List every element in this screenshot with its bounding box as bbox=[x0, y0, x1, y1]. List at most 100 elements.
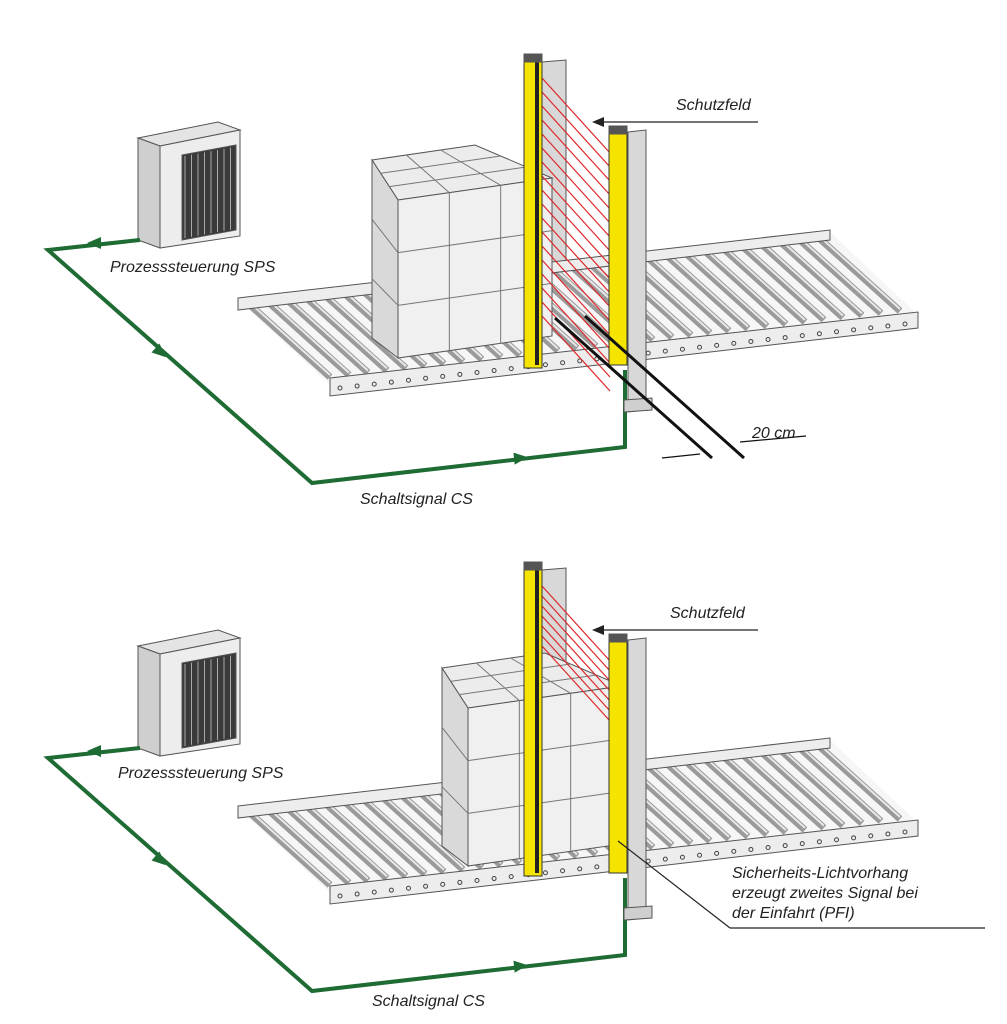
light-beam bbox=[541, 217, 611, 294]
light-beam bbox=[541, 245, 611, 322]
conveyor-roller bbox=[247, 302, 333, 380]
box-front bbox=[467, 685, 623, 867]
note-leader bbox=[617, 840, 731, 929]
light-beam bbox=[541, 615, 611, 692]
rail-hole bbox=[834, 329, 840, 335]
rail-hole bbox=[354, 383, 360, 389]
box-seam bbox=[389, 166, 527, 188]
rail-hole bbox=[440, 881, 446, 887]
conveyor-roller bbox=[703, 249, 789, 327]
rail-hole bbox=[337, 893, 343, 899]
receiver-cap bbox=[608, 633, 628, 643]
rail-hole bbox=[371, 889, 377, 895]
light-beam bbox=[541, 91, 611, 168]
emitter-cap bbox=[523, 561, 543, 571]
light-beam bbox=[541, 585, 611, 662]
rail-hole bbox=[662, 856, 668, 862]
rail-hole bbox=[731, 340, 737, 346]
receiver-column bbox=[608, 638, 628, 874]
conveyor-roller bbox=[741, 753, 827, 831]
rail-hole bbox=[679, 346, 685, 352]
conveyor-roller bbox=[323, 801, 409, 879]
roller-highlight bbox=[686, 251, 768, 326]
rail-hole bbox=[577, 866, 583, 872]
distance-line-1 bbox=[554, 316, 713, 460]
post-foot bbox=[623, 397, 653, 413]
light-beam bbox=[541, 273, 611, 350]
box-seam bbox=[380, 155, 501, 174]
roller-highlight bbox=[667, 253, 749, 328]
roller-highlight bbox=[781, 748, 863, 823]
rail-hole bbox=[782, 335, 788, 341]
conveyor-roller bbox=[266, 300, 352, 378]
rail-hole bbox=[405, 377, 411, 383]
box-seam bbox=[441, 786, 469, 814]
roller-highlight bbox=[268, 300, 350, 374]
light-beam bbox=[541, 625, 611, 702]
rail-hole bbox=[851, 835, 857, 841]
rail-hole bbox=[405, 885, 411, 891]
light-beam bbox=[541, 105, 611, 182]
rail-hole bbox=[885, 831, 891, 837]
rail-hole bbox=[697, 852, 703, 858]
roller-highlight bbox=[306, 803, 388, 878]
receiver-column bbox=[608, 130, 628, 366]
rail-hole bbox=[765, 337, 771, 343]
mounting-post-front bbox=[627, 637, 647, 921]
box-seam bbox=[406, 154, 450, 194]
rail-hole bbox=[542, 362, 548, 368]
conveyor-roller bbox=[760, 750, 846, 829]
signal-wire bbox=[43, 238, 627, 486]
conveyor-roller bbox=[380, 794, 466, 873]
rail-hole bbox=[508, 366, 514, 372]
cabinet-side bbox=[137, 137, 161, 249]
rail-hole bbox=[560, 868, 566, 874]
box-seam bbox=[371, 219, 399, 253]
conveyor-roller bbox=[361, 797, 447, 875]
roller-highlight bbox=[287, 805, 369, 880]
signal-arrow-icon bbox=[87, 745, 101, 757]
light-beam bbox=[541, 635, 611, 712]
light-beam bbox=[541, 315, 611, 392]
signal-arrow-icon bbox=[87, 237, 101, 249]
roller-highlight bbox=[724, 755, 806, 829]
light-beam bbox=[541, 645, 611, 722]
roller-highlight bbox=[705, 757, 787, 831]
rail-hole bbox=[748, 846, 754, 852]
roller-highlight bbox=[800, 746, 882, 820]
box-seam bbox=[441, 727, 469, 761]
box-seam bbox=[371, 278, 399, 306]
light-beam bbox=[541, 231, 611, 308]
roller-highlight bbox=[648, 256, 730, 330]
rail-hole bbox=[834, 837, 840, 843]
box-seam bbox=[450, 663, 571, 682]
rail-hole bbox=[457, 371, 463, 377]
conveyor-roller bbox=[304, 803, 390, 882]
conveyor-roller bbox=[665, 253, 751, 332]
box-seam bbox=[467, 790, 623, 814]
conveyor-roller bbox=[760, 242, 846, 321]
rail-hole bbox=[577, 358, 583, 364]
rail-hole bbox=[714, 342, 720, 348]
arrow-icon bbox=[592, 625, 604, 635]
rail-hole bbox=[560, 360, 566, 366]
roller-highlight bbox=[325, 801, 407, 875]
light-beam bbox=[541, 175, 611, 252]
light-beam bbox=[541, 259, 611, 336]
rail-hole bbox=[714, 850, 720, 856]
label-signal-1: Schaltsignal CS bbox=[360, 491, 473, 508]
rail-hole bbox=[748, 338, 754, 344]
roller-highlight bbox=[800, 238, 882, 312]
rail-hole bbox=[474, 877, 480, 883]
box-seam bbox=[476, 662, 520, 702]
rail-hole bbox=[679, 854, 685, 860]
light-beam bbox=[541, 189, 611, 266]
cabinet-side bbox=[137, 645, 161, 757]
conveyor-roller bbox=[722, 755, 808, 833]
rail-hole bbox=[337, 385, 343, 391]
conveyor-roller bbox=[779, 748, 865, 827]
roller-highlight bbox=[686, 759, 768, 834]
roller-highlight bbox=[819, 744, 901, 818]
